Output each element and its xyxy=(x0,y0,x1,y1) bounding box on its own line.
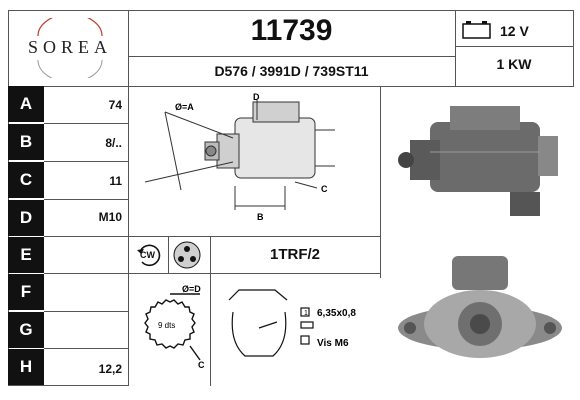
gear-teeth-label: 9 dts xyxy=(158,321,175,330)
rotation-label: CW xyxy=(140,250,155,260)
gear-c-label: C xyxy=(198,360,205,370)
battery-icon xyxy=(462,21,491,39)
starter-side-photo xyxy=(398,106,558,216)
divider-rotation xyxy=(168,236,169,273)
spec-divider xyxy=(44,123,128,124)
spec-divider xyxy=(44,161,128,162)
dim-a-label: Ø=A xyxy=(175,102,194,112)
terminal-size-label: 6,35x0,8 xyxy=(317,308,356,319)
dim-b-label: B xyxy=(257,212,264,222)
power: 1 KW xyxy=(496,56,532,72)
spec-value-h: 12,2 xyxy=(98,362,122,376)
spec-value-c: 11 xyxy=(109,174,122,188)
divider-voltage xyxy=(455,46,573,47)
spec-label-f: F xyxy=(8,274,44,310)
spec-value-a: 74 xyxy=(108,98,122,112)
divider-photo xyxy=(380,86,381,278)
spec-label-g: G xyxy=(8,312,44,348)
spec-value-b: 8/.. xyxy=(105,136,122,150)
rotation-indicator: CW xyxy=(134,240,164,270)
border-header-bottom xyxy=(8,86,574,87)
terminal-1-label: 1 xyxy=(304,310,308,317)
spec-label-c: C xyxy=(8,162,44,198)
divider-header-row xyxy=(128,56,455,57)
starter-dimension-drawing: Ø=A D C B xyxy=(144,92,335,222)
border-bottom xyxy=(8,385,128,386)
divider-connector xyxy=(128,273,380,274)
gear-d-label: Ø=D xyxy=(182,284,201,294)
dim-d-label: D xyxy=(253,92,260,102)
connector-icon xyxy=(173,241,201,269)
spec-label-h: H xyxy=(8,349,44,385)
cross-references: D576 / 3991D / 739ST11 xyxy=(214,63,369,79)
connector-code: 1TRF/2 xyxy=(269,246,320,263)
border-left xyxy=(8,10,9,386)
divider-specs xyxy=(455,10,456,86)
divider-diagrams xyxy=(128,236,380,237)
sorea-logo: SOREA xyxy=(20,13,120,83)
divider-logo xyxy=(128,10,129,86)
border-right xyxy=(573,10,574,86)
spec-label-e: E xyxy=(8,237,44,273)
starter-front-photo xyxy=(398,256,562,358)
voltage: 12 V xyxy=(500,23,529,39)
spec-divider xyxy=(44,199,128,200)
part-number: 11739 xyxy=(250,14,333,47)
spec-divider xyxy=(44,348,128,349)
spec-divider xyxy=(44,273,128,274)
divider-gear xyxy=(210,236,211,386)
brand-name: SOREA xyxy=(27,37,112,57)
dim-c-label: C xyxy=(321,184,328,194)
terminal-drawing: 1 6,35x0,8 Vis M6 xyxy=(228,289,356,357)
spec-divider xyxy=(44,311,128,312)
border-top xyxy=(8,10,574,11)
clockwise-arrow-icon xyxy=(137,244,161,267)
spec-label-a: A xyxy=(8,86,44,122)
pinion-gear-drawing: Ø=D 9 dts C xyxy=(144,284,205,370)
spec-label-b: B xyxy=(8,124,44,160)
spec-label-d: D xyxy=(8,200,44,236)
spec-divider xyxy=(44,236,128,237)
spec-value-d: M10 xyxy=(98,210,122,224)
screw-label: Vis M6 xyxy=(317,338,349,349)
